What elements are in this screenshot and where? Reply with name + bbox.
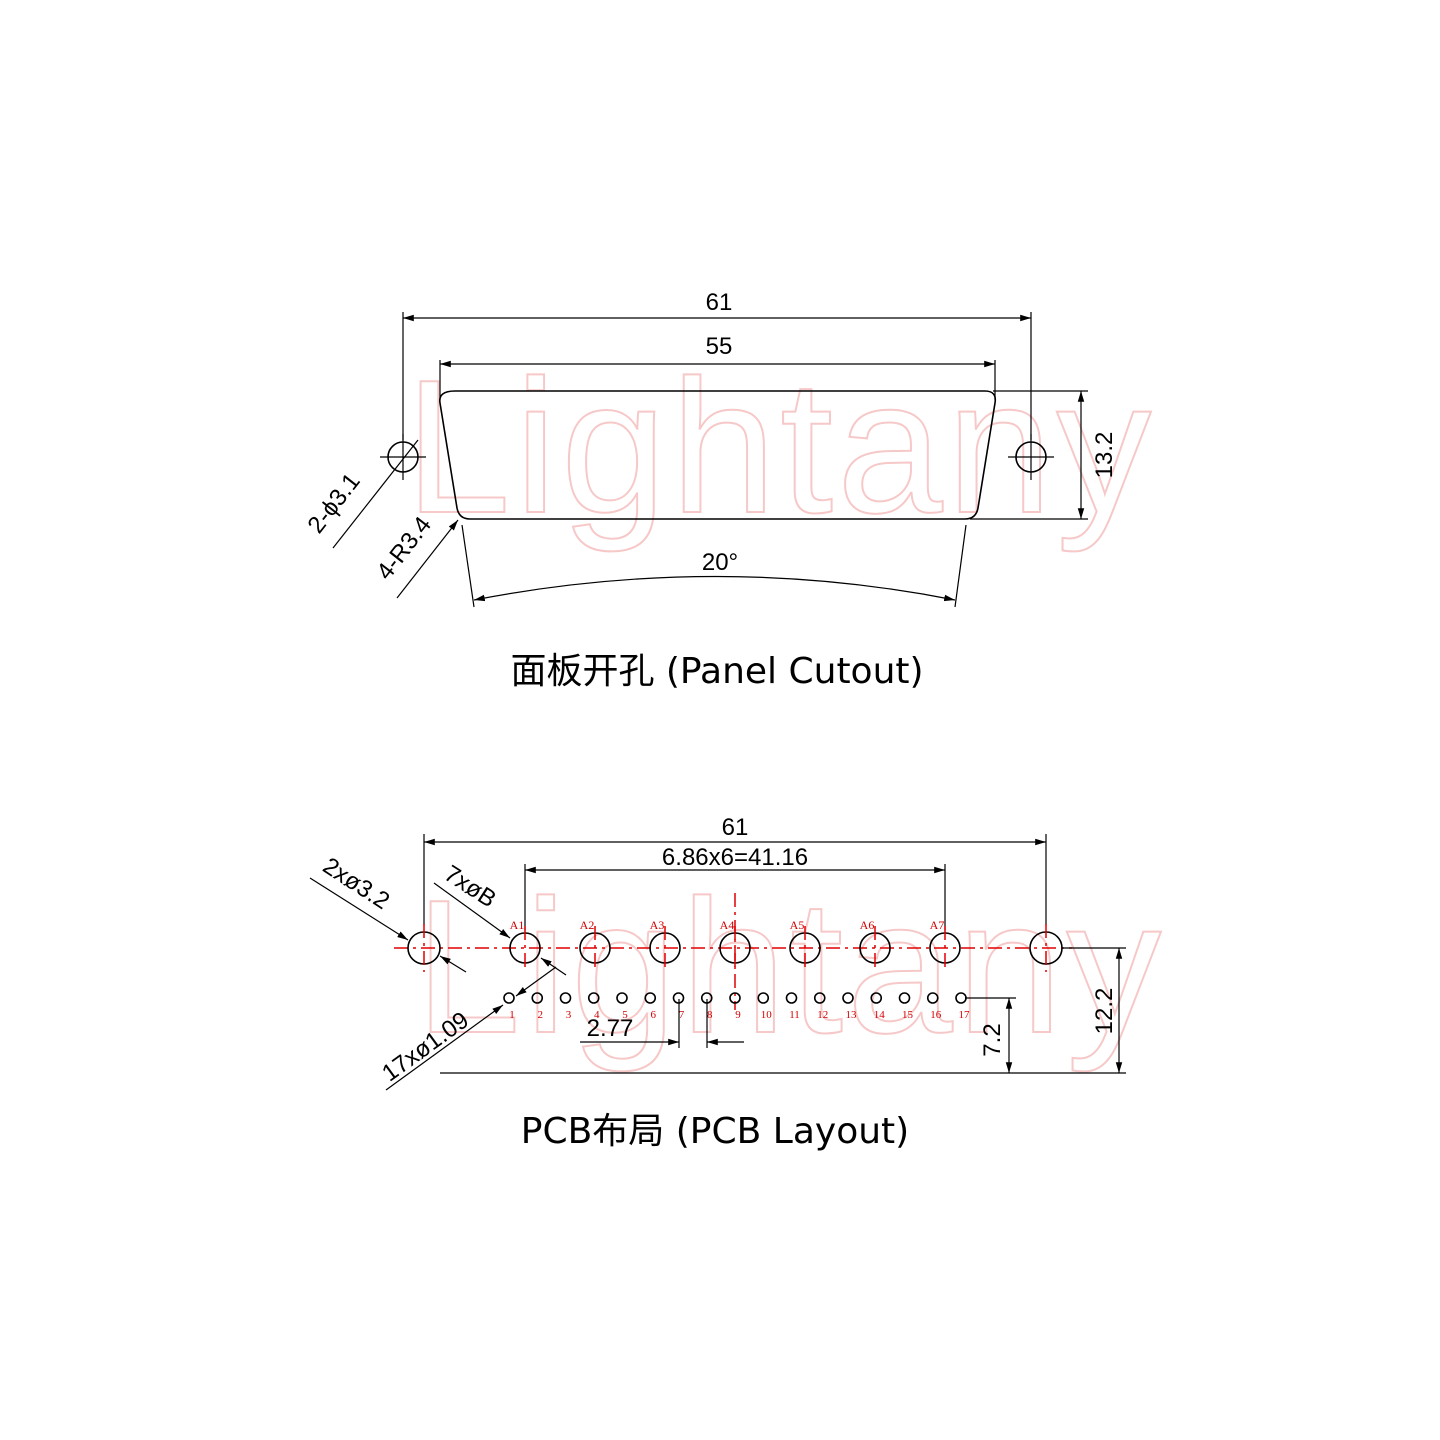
signal-pin-label-14: 14	[874, 1009, 886, 1021]
signal-pin-16	[926, 992, 939, 1004]
signal-pin-1	[503, 992, 515, 1004]
angle-ext-right	[954, 524, 967, 608]
signal-pin-label-5: 5	[622, 1009, 628, 1021]
watermark-bottom: Lightany	[415, 861, 1165, 1073]
signal-pin-13	[842, 992, 854, 1004]
coax-label-a6: A6	[860, 918, 875, 932]
leader-corner-radius	[396, 519, 459, 599]
leader-signal-hole	[385, 1004, 504, 1091]
signal-pin-3	[559, 992, 572, 1004]
leader-mount-hole	[332, 439, 419, 549]
signal-pin-label-10: 10	[761, 1009, 773, 1021]
signal-pin-14	[870, 992, 883, 1004]
signal-pin-label-15: 15	[902, 1009, 914, 1021]
coax-label-a7: A7	[930, 918, 945, 932]
angle-ext-left	[461, 524, 475, 608]
leader-signal-hole-out	[515, 966, 557, 997]
pcb-dim-text-61: 61	[722, 814, 749, 841]
leader-pcb-mount-hole-out	[439, 955, 467, 973]
dim-text-mount-hole: 2-ϕ3.1	[302, 468, 365, 538]
signal-pin-9	[729, 992, 741, 1004]
signal-pin-label-11: 11	[789, 1009, 800, 1021]
pcb-dim-text-signal-pitch: 2.77	[587, 1015, 634, 1042]
signal-pin-label-9: 9	[735, 1009, 741, 1021]
angle-arc-20	[473, 575, 956, 602]
signal-pin-label-3: 3	[566, 1009, 572, 1021]
signal-pin-10	[757, 992, 770, 1004]
leader-coax-hole-out	[540, 957, 567, 976]
leader-pcb-mount-hole	[309, 877, 409, 941]
pcb-dim-text-mount-hole: 2xø3.2	[318, 852, 394, 915]
coax-holes-group: A1 A2 A3 A4 A5 A6 A7	[509, 918, 961, 970]
coax-label-a4: A4	[720, 918, 735, 932]
signal-pin-label-16: 16	[930, 1009, 942, 1021]
coax-label-a3: A3	[650, 918, 665, 932]
dim-text-55: 55	[706, 333, 733, 360]
signal-pin-label-6: 6	[651, 1009, 657, 1021]
coax-label-a5: A5	[790, 918, 805, 932]
leader-coax-hole	[433, 882, 511, 939]
dim-text-angle: 20°	[702, 549, 738, 576]
pcb-dim-text-row-height: 12.2	[1091, 988, 1118, 1035]
pcb-layout-title: PCB布局 (PCB Layout)	[521, 1111, 909, 1152]
coax-label-a2: A2	[580, 918, 595, 932]
signal-pin-label-17: 17	[959, 1009, 971, 1021]
pcb-dim-text-row-offset: 7.2	[979, 1023, 1006, 1056]
signal-pin-2	[531, 992, 544, 1004]
panel-cutout-title: 面板开孔 (Panel Cutout)	[510, 651, 923, 692]
dim-text-13-2: 13.2	[1091, 432, 1118, 479]
signal-pin-label-8: 8	[707, 1009, 713, 1021]
signal-pin-5	[616, 992, 628, 1004]
signal-pin-label-13: 13	[846, 1009, 858, 1021]
pcb-dim-text-coax-pitch: 6.86x6=41.16	[662, 844, 808, 871]
signal-pin-12	[813, 992, 826, 1004]
signal-pin-label-2: 2	[538, 1009, 544, 1021]
signal-pin-label-12: 12	[817, 1009, 828, 1021]
signal-pin-label-4: 4	[594, 1009, 600, 1021]
signal-pin-6	[644, 992, 657, 1004]
dim-text-61: 61	[706, 289, 733, 316]
signal-pin-label-7: 7	[679, 1009, 685, 1021]
signal-pin-15	[898, 992, 911, 1004]
coax-label-a1: A1	[510, 918, 525, 932]
signal-pin-4	[587, 992, 600, 1004]
cutout-outline	[438, 390, 997, 520]
signal-pin-11	[785, 992, 798, 1004]
signal-pin-label-1: 1	[509, 1009, 515, 1021]
